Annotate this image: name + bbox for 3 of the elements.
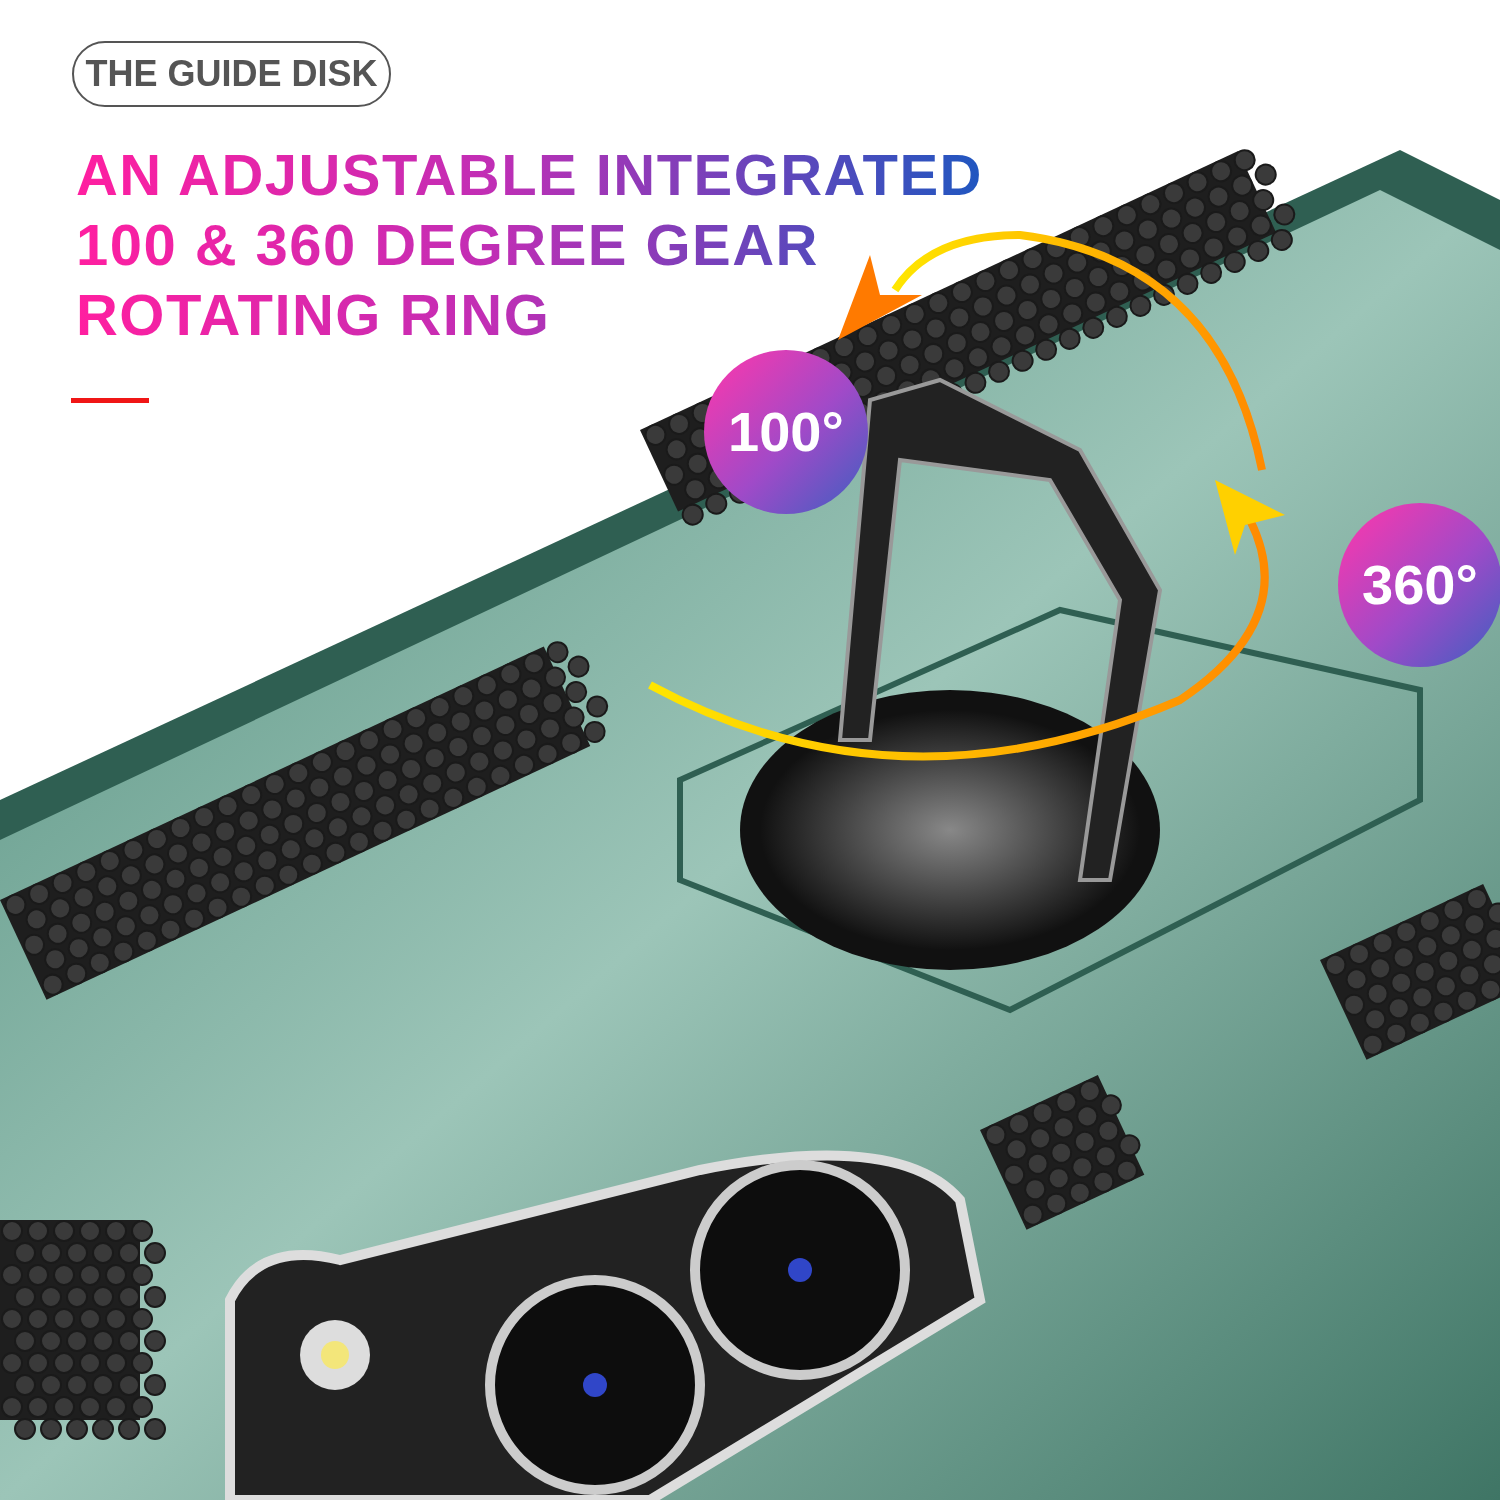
badge-text: THE GUIDE DISK: [85, 52, 378, 96]
badge-text: 100°: [728, 399, 844, 465]
badge-text: 360°: [1362, 552, 1478, 618]
